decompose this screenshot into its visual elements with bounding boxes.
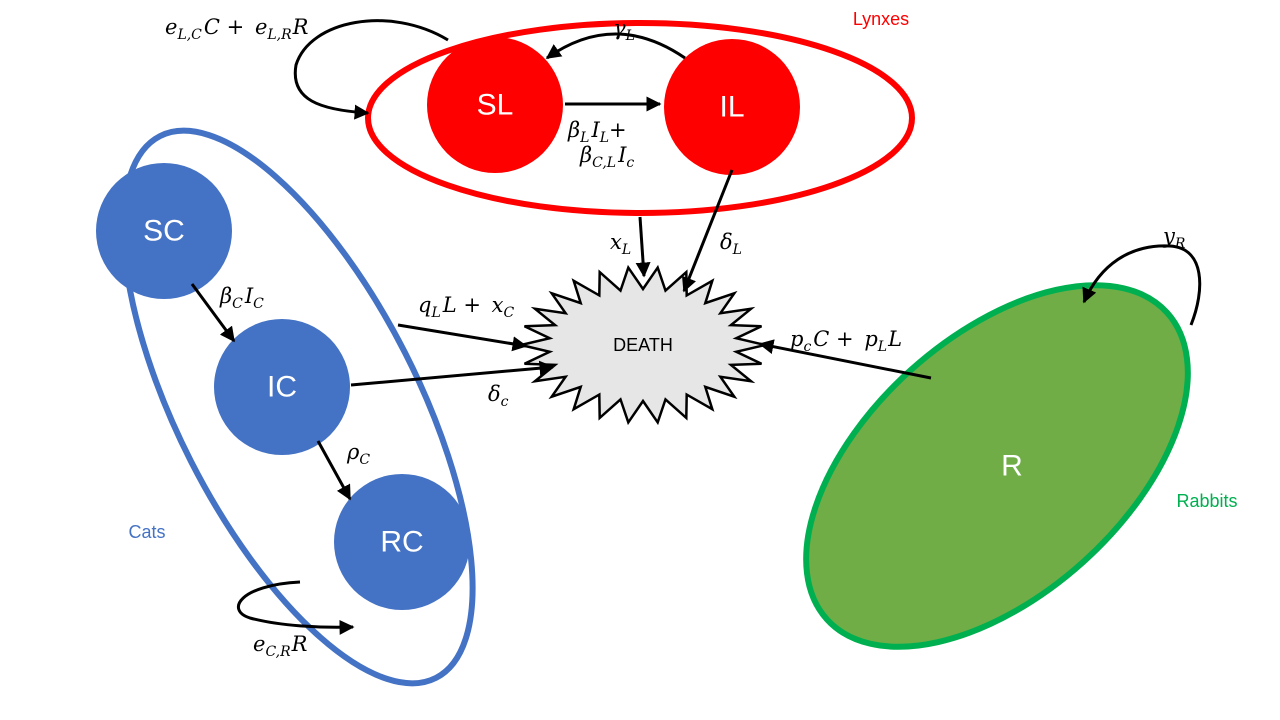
sc-node — [96, 163, 232, 299]
arrow-il-to-death — [682, 169, 734, 293]
rate-beta-C-L-Ic: βC,LIc — [579, 143, 634, 171]
lynxes-group-label: Lynxes — [853, 9, 909, 29]
rate-beta-L-IL: βLIL+ — [567, 118, 627, 146]
arrow-rabbits-to-death — [758, 339, 932, 380]
sl-node — [427, 37, 563, 173]
arrow-cat-loop — [237, 580, 355, 635]
sc-node-label: SC — [143, 215, 185, 248]
rc-node — [334, 474, 470, 610]
rate-e-C-R: eC,RR — [253, 632, 308, 660]
arrow-sc-to-ic — [190, 283, 236, 343]
rate-delta-c: δc — [488, 382, 509, 410]
arrow-lynx-to-death-xL — [635, 216, 651, 278]
ic-node-label: IC — [267, 371, 297, 404]
il-node-label: IL — [719, 91, 744, 124]
cats-group-outline — [120, 127, 476, 687]
arrow-rabbit-loop — [1082, 244, 1202, 326]
rabbits-group-node — [803, 282, 1191, 650]
ic-node — [214, 319, 350, 455]
rate-e-L-C-R: eL,CC + eL,RR — [165, 15, 309, 43]
rate-rho-C: ρC — [346, 440, 370, 468]
r-node-label: R — [1001, 450, 1023, 483]
arrow-lynx-loop — [293, 19, 449, 120]
rate-gamma-L: γL — [613, 16, 635, 44]
rc-node-label: RC — [380, 526, 423, 559]
rate-x-L: xL — [610, 230, 631, 258]
sl-node-label: SL — [477, 89, 514, 122]
death-node-label: DEATH — [613, 335, 673, 355]
cats-group-label: Cats — [128, 522, 165, 542]
il-node — [664, 39, 800, 175]
rate-delta-L: δL — [720, 230, 742, 258]
rate-beta-C-IC: βCIC — [219, 284, 264, 312]
rate-y-R: yR — [1162, 224, 1186, 252]
rate-p-c-p-L: pcC + pLL — [790, 327, 902, 355]
rabbits-group-label: Rabbits — [1176, 491, 1237, 511]
arrow-ic-to-rc — [316, 440, 352, 501]
arrow-ic-to-death — [350, 360, 555, 387]
arrow-cats-to-death — [397, 323, 528, 352]
rate-q-L-x-C: qLL + xC — [418, 293, 515, 321]
arrow-il-to-sl — [545, 32, 686, 60]
